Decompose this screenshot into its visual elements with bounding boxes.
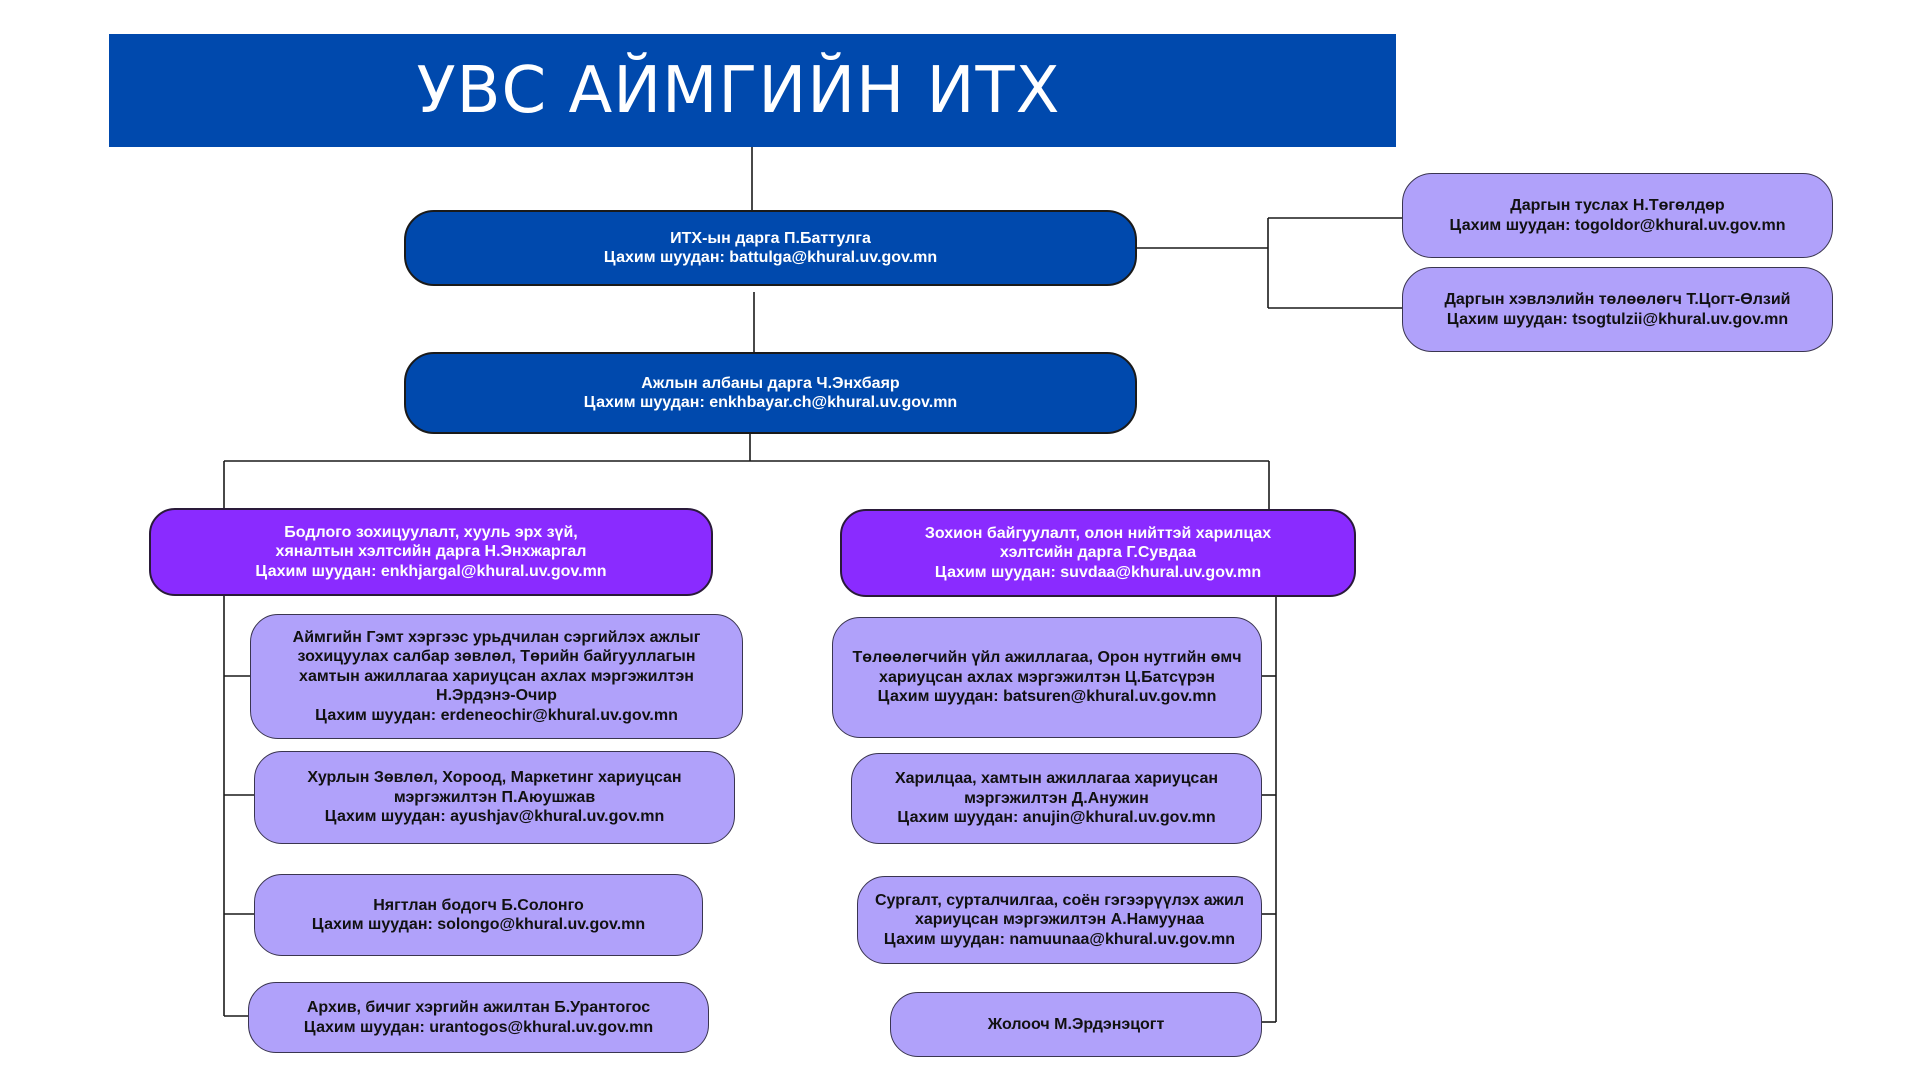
right-staff-1-name: Төлөөлөгчийн үйл ажиллагаа, Орон нутгийн… bbox=[852, 649, 1242, 686]
left-staff-1-email: Цахим шуудан: erdeneochir@khural.uv.gov.… bbox=[315, 706, 678, 724]
right-staff-4-name: Жолооч М.Эрдэнэцогт bbox=[987, 1015, 1165, 1033]
right-staff-3-name: Сургалт, сурталчилгаа, соён гэгээрүүлэх … bbox=[874, 891, 1244, 929]
assistant-box-2: Даргын хэвлэлийн төлөөлөгч Т.Цогт-Өлзий … bbox=[1402, 267, 1833, 352]
left-staff-box-2: Хурлын Зөвлөл, Хороод, Маркетинг хариуцс… bbox=[254, 751, 735, 844]
right-department-name: Зохион байгуулалт, олон нийттэй харилцах… bbox=[924, 524, 1272, 562]
left-staff-4-email: Цахим шуудан: urantogos@khural.uv.gov.mn bbox=[303, 1018, 654, 1036]
right-staff-2-email: Цахим шуудан: anujin@khural.uv.gov.mn bbox=[897, 809, 1216, 827]
left-staff-box-4: Архив, бичиг хэргийн ажилтан Б.Урантогос… bbox=[248, 982, 709, 1053]
left-staff-4-name: Архив, бичиг хэргийн ажилтан Б.Урантогос bbox=[306, 999, 651, 1016]
right-department-box: Зохион байгуулалт, олон нийттэй харилцах… bbox=[840, 509, 1356, 597]
left-department-name: Бодлого зохицуулалт, хууль эрх зүй, хяна… bbox=[275, 523, 587, 561]
left-staff-1-name: Аймгийн Гэмт хэргээс урьдчилан сэргийлэх… bbox=[292, 628, 701, 705]
page-title: УВС АЙМГИЙН ИТХ bbox=[416, 53, 1061, 128]
assistant-box-1: Даргын туслах Н.Төгөлдөр Цахим шуудан: t… bbox=[1402, 173, 1833, 258]
office-head-box: Ажлын албаны дарга Ч.Энхбаяр Цахим шууда… bbox=[404, 352, 1137, 434]
left-staff-box-1: Аймгийн Гэмт хэргээс урьдчилан сэргийлэх… bbox=[250, 614, 743, 739]
right-staff-box-2: Харилцаа, хамтын ажиллагаа хариуцсан мэр… bbox=[851, 753, 1262, 844]
left-staff-2-email: Цахим шуудан: ayushjav@khural.uv.gov.mn bbox=[324, 808, 665, 826]
left-staff-3-name: Нягтлан бодогч Б.Солонго bbox=[373, 896, 584, 914]
title-banner: УВС АЙМГИЙН ИТХ bbox=[109, 34, 1396, 147]
left-staff-3-email: Цахим шуудан: solongo@khural.uv.gov.mn bbox=[311, 916, 646, 933]
left-staff-box-3: Нягтлан бодогч Б.Солонго Цахим шуудан: s… bbox=[254, 874, 703, 956]
assistant-2-email: Цахим шуудан: tsogtulzii@khural.uv.gov.m… bbox=[1446, 310, 1789, 328]
right-staff-1-email: Цахим шуудан: batsuren@khural.uv.gov.mn bbox=[877, 688, 1217, 706]
office-head-name: Ажлын албаны дарга Ч.Энхбаяр bbox=[641, 374, 900, 392]
chairman-name: ИТХ-ын дарга П.Баттулга bbox=[670, 229, 871, 247]
left-staff-2-name: Хурлын Зөвлөл, Хороод, Маркетинг хариуцс… bbox=[307, 769, 682, 806]
right-staff-3-email: Цахим шуудан: namuunaa@khural.uv.gov.mn bbox=[883, 930, 1236, 948]
left-department-email: Цахим шуудан: enkhjargal@khural.uv.gov.m… bbox=[255, 562, 607, 580]
assistant-1-name: Даргын туслах Н.Төгөлдөр bbox=[1510, 197, 1725, 214]
left-department-box: Бодлого зохицуулалт, хууль эрх зүй, хяна… bbox=[149, 508, 713, 596]
right-staff-box-4: Жолооч М.Эрдэнэцогт bbox=[890, 992, 1262, 1057]
right-staff-box-1: Төлөөлөгчийн үйл ажиллагаа, Орон нутгийн… bbox=[832, 617, 1262, 738]
chairman-email: Цахим шуудан: battulga@khural.uv.gov.mn bbox=[603, 249, 938, 266]
chairman-box: ИТХ-ын дарга П.Баттулга Цахим шуудан: ba… bbox=[404, 210, 1137, 286]
assistant-2-name: Даргын хэвлэлийн төлөөлөгч Т.Цогт-Өлзий bbox=[1444, 291, 1791, 308]
right-staff-box-3: Сургалт, сурталчилгаа, соён гэгээрүүлэх … bbox=[857, 876, 1262, 964]
right-department-email: Цахим шуудан: suvdaa@khural.uv.gov.mn bbox=[934, 563, 1262, 581]
right-staff-2-name: Харилцаа, хамтын ажиллагаа хариуцсан мэр… bbox=[894, 770, 1219, 807]
assistant-1-email: Цахим шуудан: togoldor@khural.uv.gov.mn bbox=[1449, 216, 1786, 234]
office-head-email: Цахим шуудан: enkhbayar.ch@khural.uv.gov… bbox=[583, 394, 958, 411]
